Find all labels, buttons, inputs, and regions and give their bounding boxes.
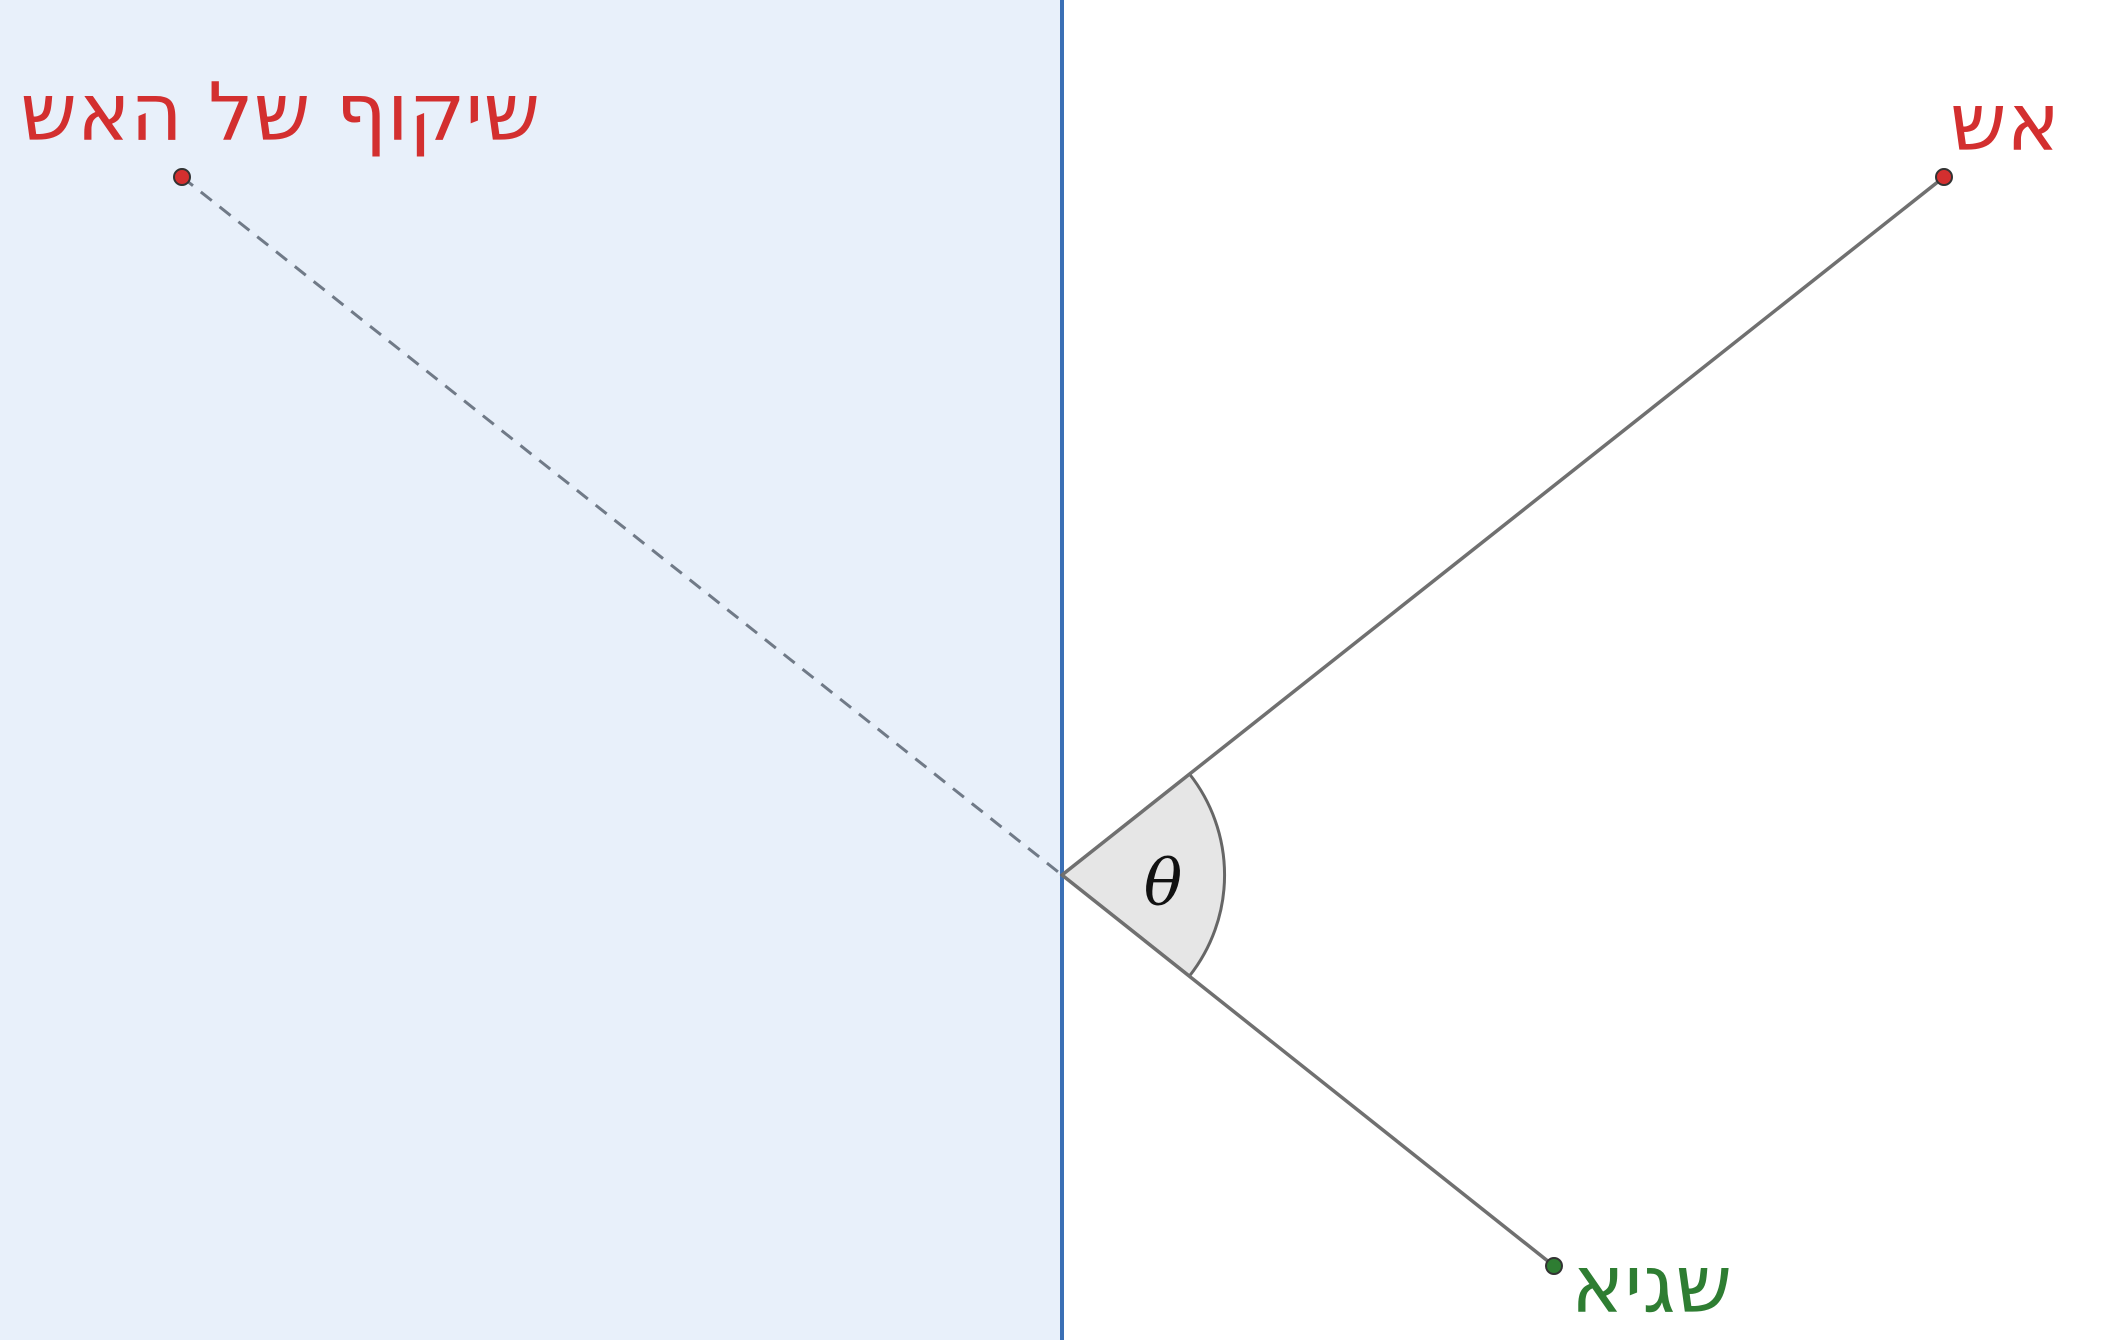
reflection-point: [173, 168, 191, 186]
angle-arc: [1059, 771, 1226, 979]
reflection-label: שיקוף של האש: [20, 66, 540, 159]
sagi-label: שגיא: [1571, 1238, 1732, 1331]
fire-point: [1935, 168, 1953, 186]
ray-mirror-to-sagi: [1060, 873, 1556, 1268]
sagi-point: [1545, 1257, 1563, 1275]
reflection-ray-dashed: [181, 175, 1063, 877]
fire-label: אש: [1950, 76, 2060, 169]
angle-label: θ: [1144, 847, 1183, 921]
ray-fire-to-mirror: [1060, 175, 1946, 877]
mirror-region: [0, 0, 1062, 1340]
